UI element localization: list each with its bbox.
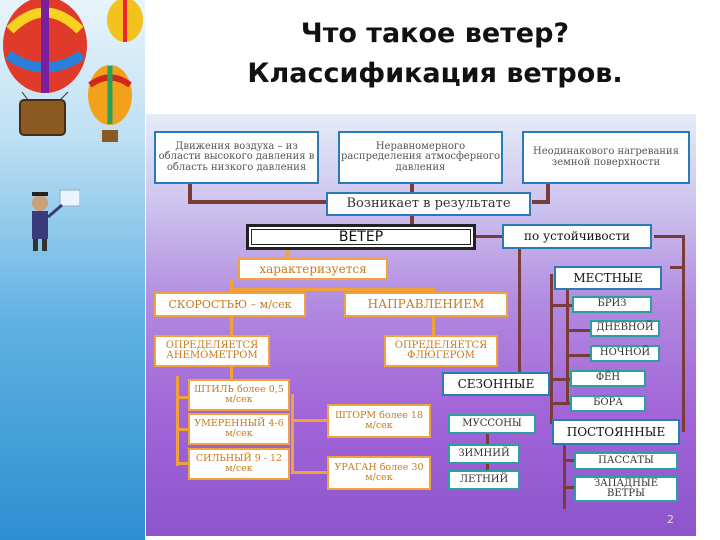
stability-box: по устойчивости — [502, 224, 652, 249]
connector — [176, 376, 179, 466]
seasonal-winds-box: СЕЗОННЫЕ — [442, 372, 550, 396]
connector — [550, 378, 570, 381]
connector — [654, 235, 684, 238]
day-breeze-box: ДНЕВНОЙ — [590, 320, 660, 337]
storm-box: ШТОРМ более 18 м/сек — [327, 404, 431, 438]
title-line-1: Что такое ветер? — [300, 18, 570, 49]
westerlies-box: ЗАПАДНЫЕ ВЕТРЫ — [574, 476, 678, 502]
connector — [550, 274, 553, 424]
connector — [476, 235, 502, 238]
connector — [232, 288, 432, 291]
connector — [291, 471, 327, 474]
arises-box: Возникает в результате — [326, 192, 531, 216]
cause-uneven-heating: Неодинакового нагревания земной поверхно… — [522, 131, 690, 184]
speed-box: СКОРОСТЬЮ – м/сек — [154, 292, 306, 317]
connector — [563, 459, 575, 462]
cause-pressure-distribution: Неравномерного распределения атмосферног… — [338, 131, 503, 184]
monsoons-box: МУССОНЫ — [448, 414, 536, 434]
connector — [176, 462, 188, 465]
flugger-box: ОПРЕДЕЛЯЕТСЯ ФЛЮГЕРОМ — [384, 335, 498, 367]
wind-box: ВЕТЕР — [246, 224, 476, 250]
foehn-box: ФЁН — [570, 370, 646, 387]
connector — [532, 200, 550, 204]
connector — [230, 317, 233, 335]
anemometer-box: ОПРЕДЕЛЯЕТСЯ АНЕМОМЕТРОМ — [154, 335, 270, 367]
strong-box: СИЛЬНЫЙ 9 - 12 м/сек — [188, 448, 290, 480]
hot-air-balloons-icon — [3, 0, 143, 142]
connector — [410, 184, 414, 194]
direction-box: НАПРАВЛЕНИЕМ — [344, 292, 508, 317]
trade-winds-box: ПАССАТЫ — [574, 452, 678, 470]
professor-figure-icon — [32, 189, 80, 251]
connector — [670, 266, 685, 269]
connector — [566, 284, 569, 404]
connector — [563, 434, 566, 509]
connector — [550, 402, 570, 405]
permanent-winds-box: ПОСТОЯННЫЕ — [552, 419, 680, 445]
title-line-2: Классификация ветров. — [247, 58, 623, 89]
connector — [546, 184, 550, 202]
connector — [230, 367, 233, 381]
bora-box: БОРА — [570, 395, 646, 412]
local-winds-box: МЕСТНЫЕ — [554, 266, 662, 290]
hurricane-box: УРАГАН более 30 м/сек — [327, 456, 431, 490]
connector — [682, 235, 685, 432]
connector — [566, 354, 590, 357]
connector — [176, 396, 188, 399]
moderate-box: УМЕРЕННЫЙ 4-6 м/сек — [188, 413, 290, 445]
connector — [188, 200, 328, 204]
calm-box: ШТИЛЬ более 0,5 м/сек — [188, 379, 290, 411]
connector — [518, 238, 521, 372]
connector — [176, 428, 188, 431]
connector — [566, 329, 590, 332]
wind-classification-diagram: Движения воздуха – из области высокого д… — [146, 114, 696, 536]
connector — [563, 486, 575, 489]
connector — [291, 419, 327, 422]
connector — [188, 184, 192, 202]
characterized-box: характеризуется — [238, 258, 388, 280]
connector — [291, 394, 294, 474]
cause-air-movement: Движения воздуха – из области высокого д… — [154, 131, 319, 184]
breeze-box: БРИЗ — [572, 296, 652, 313]
connector — [550, 304, 572, 307]
night-breeze-box: НОЧНОЙ — [590, 345, 660, 362]
connector — [410, 214, 414, 224]
connector — [432, 317, 435, 335]
connector — [230, 279, 233, 293]
sidebar-decoration — [0, 0, 145, 540]
winter-monsoon-box: ЗИМНИЙ — [448, 444, 520, 464]
page-number: 2 — [667, 513, 674, 526]
summer-monsoon-box: ЛЕТНИЙ — [448, 470, 520, 490]
